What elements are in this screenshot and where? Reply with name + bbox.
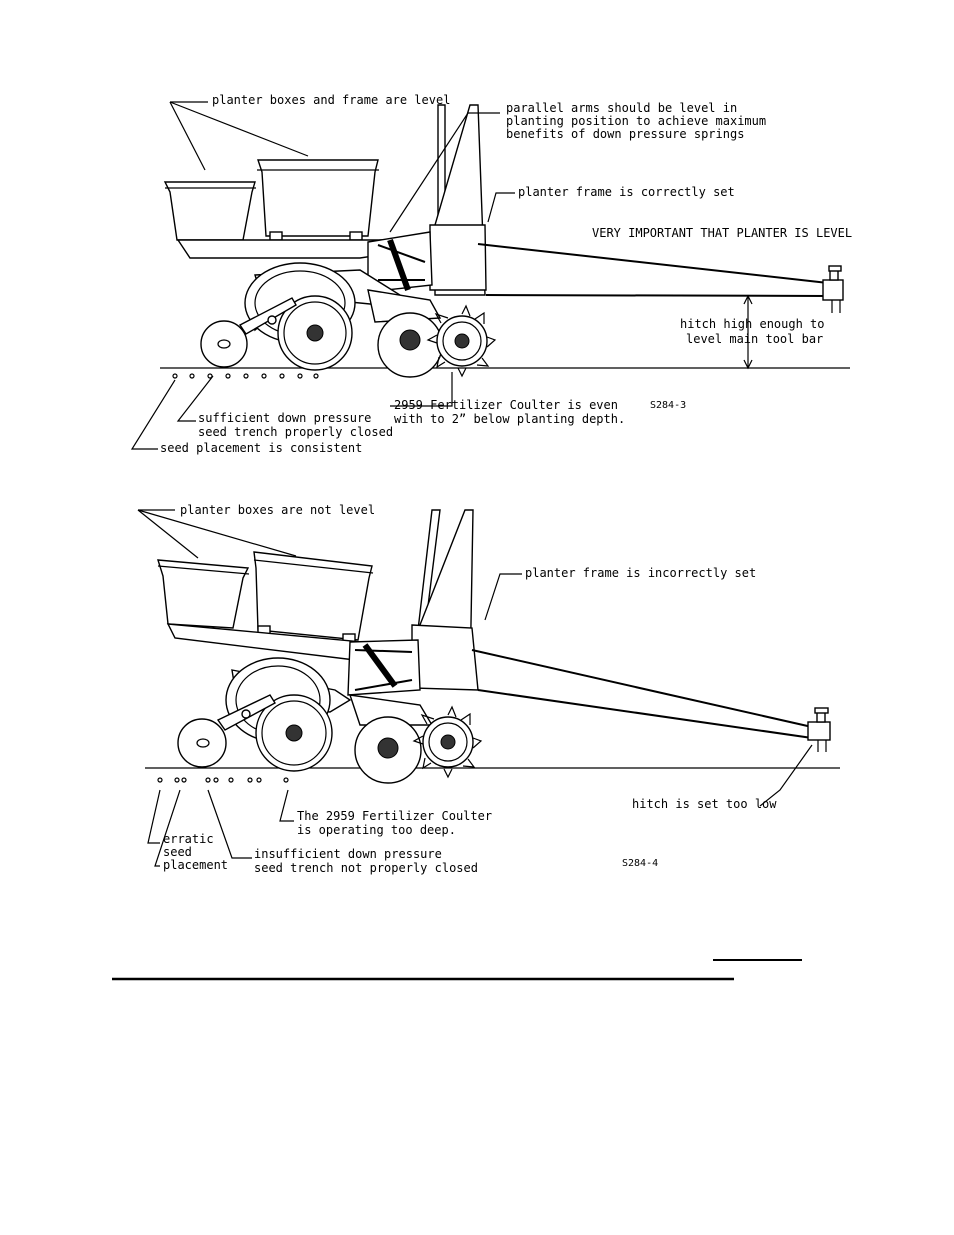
figure-code-bottom: S284-4 <box>622 858 658 869</box>
label-seed-consistent: seed placement is consistent <box>160 441 362 455</box>
label-sufficient-1: sufficient down pressure <box>198 411 371 425</box>
label-erratic-1: erratic <box>163 832 214 846</box>
leader-lines-bottom <box>137 509 813 867</box>
label-parallel-arms-1: parallel arms should be level in <box>506 101 737 115</box>
label-hitch-high-1: hitch high enough to <box>680 317 825 331</box>
planter-box-right <box>253 551 373 641</box>
hitch-beam-lower <box>485 294 829 297</box>
label-hitch-low: hitch is set too low <box>632 797 777 811</box>
fertilizer-coulter <box>412 705 483 779</box>
label-insufficient-1: insufficient down pressure <box>254 847 442 861</box>
fertilizer-coulter <box>426 304 497 378</box>
hitch-beam-lower <box>477 689 813 739</box>
label-parallel-arms-3: benefits of down pressure springs <box>506 127 744 141</box>
label-parallel-arms-2: planting position to achieve maximum <box>506 114 766 128</box>
label-insufficient-2: seed trench not properly closed <box>254 861 478 875</box>
label-hitch-high-2: level main tool bar <box>686 332 823 346</box>
label-coulter-deep-1: The 2959 Fertilizer Coulter <box>297 809 492 823</box>
gauge-wheel <box>200 320 248 368</box>
hitch-beam-upper <box>477 243 829 284</box>
planter-box-left <box>157 559 250 629</box>
leader-lines-top <box>130 101 753 450</box>
planter-frame-beam <box>176 239 401 259</box>
planter-diagram-level: planter boxes and frame are level parall… <box>130 93 852 455</box>
label-boxes-level: planter boxes and frame are level <box>212 93 450 107</box>
label-coulter-deep-2: is operating too deep. <box>297 823 456 837</box>
gauge-wheel <box>177 718 227 768</box>
figure-code-top: S284-3 <box>650 400 686 411</box>
label-very-important: VERY IMPORTANT THAT PLANTER IS LEVEL <box>592 226 852 240</box>
seed-dots-erratic <box>157 777 289 783</box>
label-boxes-not-level: planter boxes are not level <box>180 503 375 517</box>
hitch-beam-upper <box>471 649 813 728</box>
planter-box-right <box>257 159 379 237</box>
planter-diagram-not-level: planter boxes are not level planter fram… <box>137 503 840 875</box>
planter-box-left <box>163 181 256 241</box>
label-frame-incorrect: planter frame is incorrectly set <box>525 566 756 580</box>
label-coulter-even-2: with to 2” below planting depth. <box>394 412 625 426</box>
label-sufficient-2: seed trench properly closed <box>198 425 393 439</box>
label-erratic-2: seed <box>163 845 192 859</box>
label-frame-correct: planter frame is correctly set <box>518 185 735 199</box>
label-coulter-even-1: 2959 Fertilizer Coulter is even <box>394 398 618 412</box>
seed-dots-consistent <box>172 373 319 379</box>
label-erratic-3: placement <box>163 858 228 872</box>
